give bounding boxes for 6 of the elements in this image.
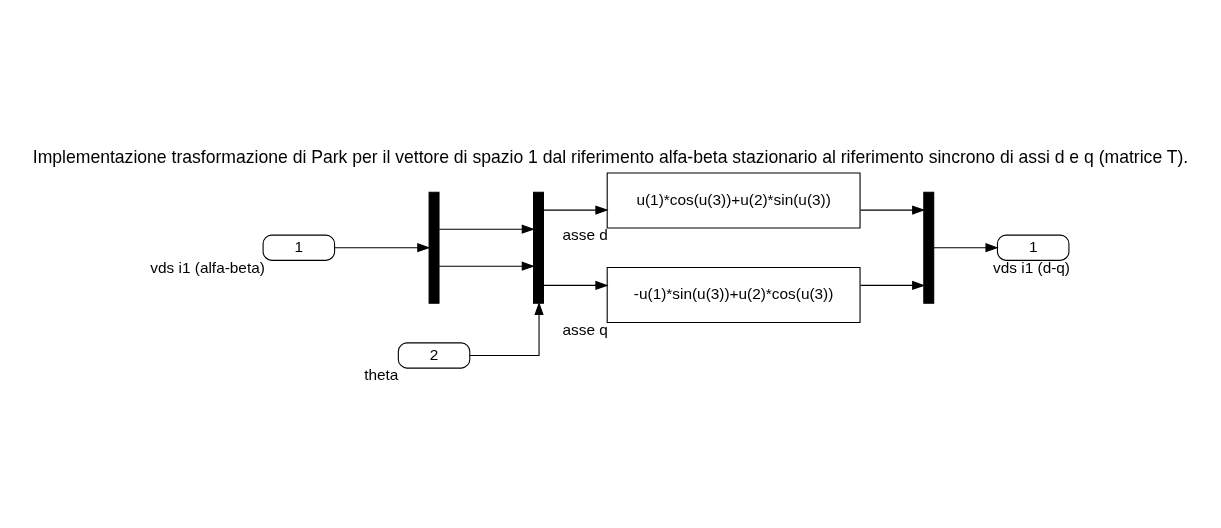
node-label: asse d	[562, 225, 608, 243]
node-label: vds i1 (alfa-beta)	[150, 258, 265, 276]
node-label: asse q	[562, 320, 608, 338]
node-label: theta	[364, 365, 399, 383]
diagram-title: Implementazione trasformazione di Park per il vettore di spazio 1 dal riferimento alfa-beta stazionario al riferimento sincrono di assi d e q (matrice T).	[32, 146, 1189, 167]
node-label: vds i1 (d-q)	[993, 258, 1070, 276]
